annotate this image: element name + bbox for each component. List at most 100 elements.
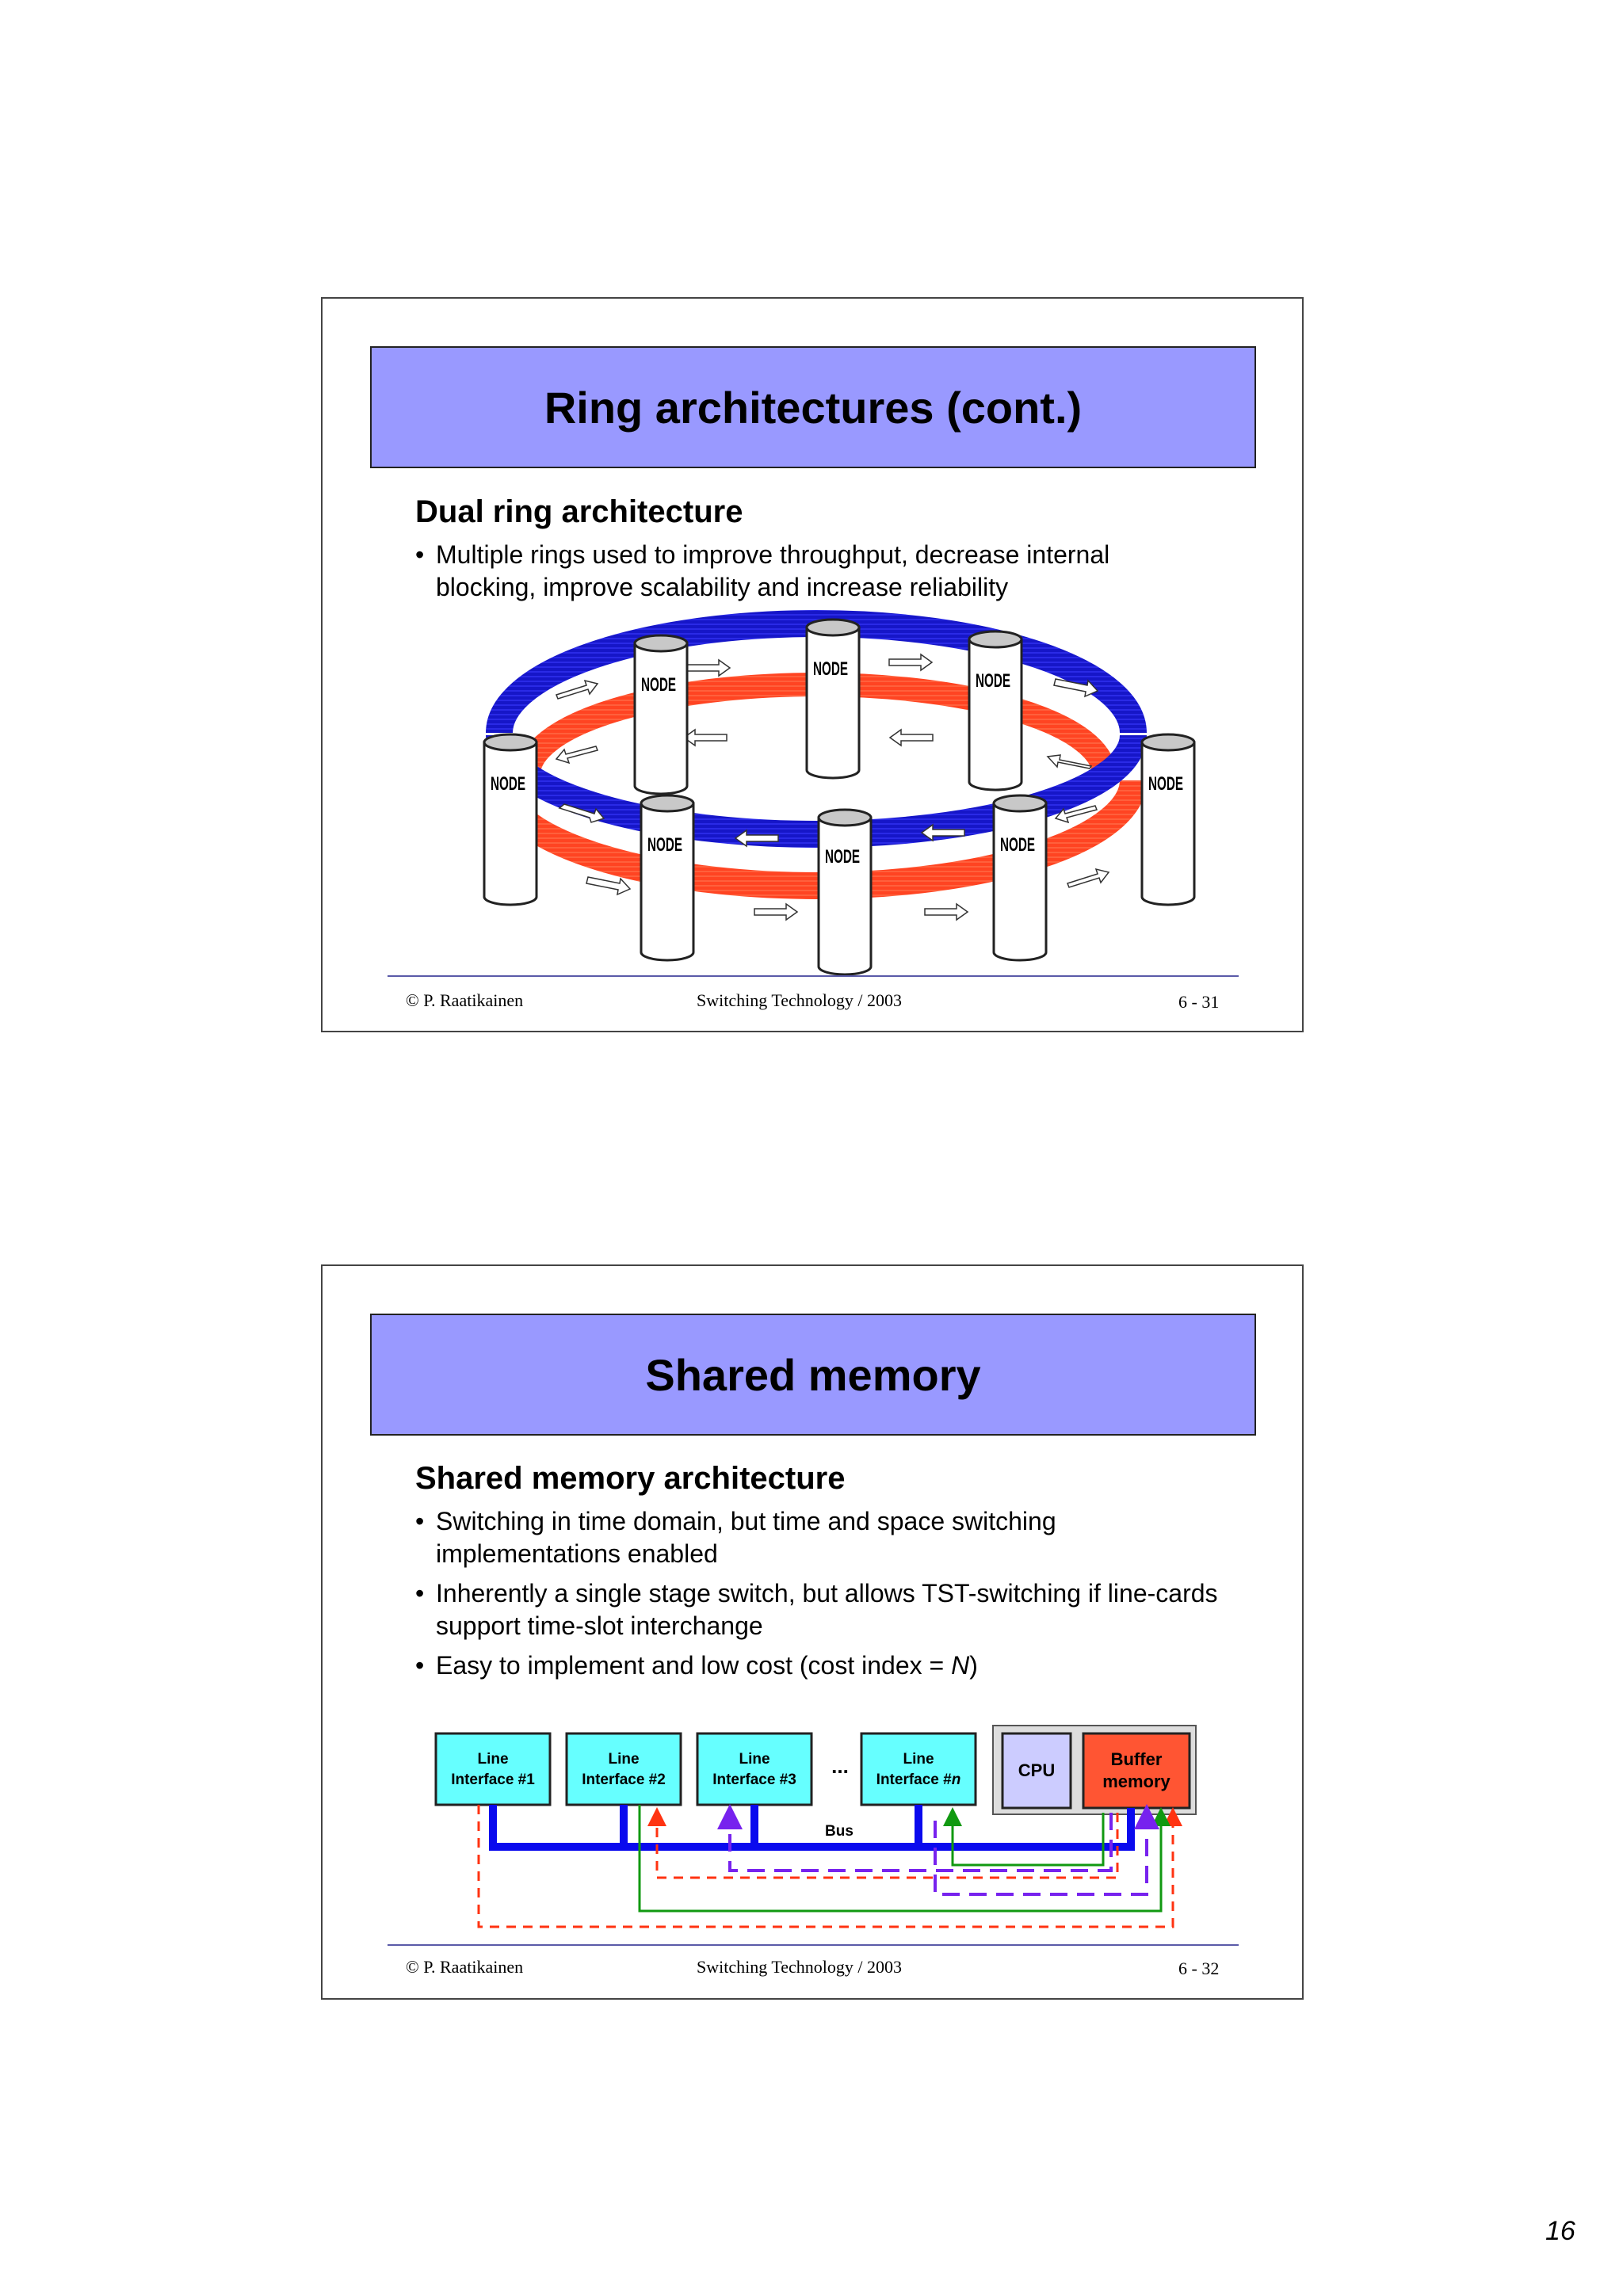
node-label: NODE <box>976 670 1010 692</box>
arrow-left-icon <box>1046 754 1093 769</box>
arrow-right-icon <box>924 902 969 921</box>
footer-course: Switching Technology / 2003 <box>697 1957 902 1977</box>
node-label: NODE <box>1148 773 1183 795</box>
green-path-inner <box>943 1807 1105 1867</box>
buffer-label-2: memory <box>1102 1772 1170 1791</box>
line-interfaces: Line Interface #1 Line Interface #2 Line… <box>434 1732 977 1806</box>
footer-divider <box>388 975 1239 977</box>
ring-node: NODE <box>633 634 689 795</box>
bullet-item: Easy to implement and low cost (cost ind… <box>415 1650 1244 1682</box>
line-label: Line <box>477 1751 508 1768</box>
cpu-box <box>1001 1732 1072 1810</box>
bullet-item: Switching in time domain, but time and s… <box>415 1505 1149 1570</box>
node-cylinder-body <box>1140 741 1196 906</box>
arrow-left-icon <box>682 728 727 747</box>
footer-author: © P. Raatikainen <box>406 990 524 1010</box>
shared-memory-diagram: CPU Buffer memory Line Interface #1 Line… <box>434 1725 1197 1928</box>
arrow-left-icon <box>555 746 599 765</box>
bus-line <box>489 1805 1135 1851</box>
node-cylinder-cap <box>1140 733 1196 752</box>
data-paths <box>477 1804 1182 1928</box>
ring-node: NODE <box>483 733 538 906</box>
footer-author: © P. Raatikainen <box>406 1957 524 1977</box>
line-interface-n <box>860 1732 977 1806</box>
page-number: 16 <box>1545 2216 1575 2246</box>
bullet-list: Switching in time domain, but time and s… <box>415 1505 1244 1689</box>
green-path-outer <box>638 1805 1170 1913</box>
buffer-memory-box <box>1082 1732 1191 1810</box>
node-cylinder-cap <box>992 794 1048 813</box>
node-label: NODE <box>1000 834 1035 856</box>
bus <box>489 1805 1135 1851</box>
node-cylinder-body <box>817 816 873 976</box>
arrow-right-icon <box>586 876 632 896</box>
node-cylinder-body <box>483 741 538 906</box>
slide-shared-memory: Shared memory Shared memory architecture… <box>321 1264 1304 2000</box>
node-label: NODE <box>641 674 676 696</box>
node-cylinder-cap <box>633 634 689 653</box>
arrow-left-icon <box>888 728 934 747</box>
ellipsis-label: ... <box>831 1754 849 1778</box>
line-interface-2 <box>565 1732 682 1806</box>
purple-path-2 <box>934 1804 1159 1896</box>
node-cylinder-cap <box>483 733 538 752</box>
node-label: NODE <box>491 773 525 795</box>
ring-nodes: NODE NODE NODE NODE NODE NODE NODE NODE <box>483 618 1196 976</box>
slide-title-box: Ring architectures (cont.) <box>370 346 1256 468</box>
red-path-outer <box>477 1805 1182 1928</box>
ring-arrows <box>555 653 1110 921</box>
arrow-right-icon <box>754 902 799 921</box>
bullet-list: Multiple rings used to improve throughpu… <box>415 539 1197 611</box>
node-cylinder-body <box>992 802 1048 962</box>
interface-label: Interface #2 <box>582 1772 666 1788</box>
section-heading: Shared memory architecture <box>415 1461 846 1496</box>
arrow-left-icon <box>1054 805 1098 824</box>
ring-node: NODE <box>992 794 1048 962</box>
node-cylinder-cap <box>805 618 861 637</box>
interface-label: Interface #n <box>876 1772 961 1788</box>
interface-label: Interface #1 <box>451 1772 535 1788</box>
arrow-left-icon <box>734 829 779 848</box>
purple-path-1 <box>717 1804 1113 1872</box>
arrow-right-icon <box>686 658 731 677</box>
node-cylinder-body <box>633 642 689 795</box>
arrow-right-icon <box>888 653 934 672</box>
bullet-variable: N <box>951 1651 970 1680</box>
interface-label: Interface #3 <box>712 1772 796 1788</box>
node-cylinder-cap <box>968 630 1023 649</box>
ring-node: NODE <box>817 808 873 976</box>
line-label: Line <box>739 1751 769 1768</box>
node-cylinder-cap <box>640 794 695 813</box>
node-cylinder-body <box>805 626 861 780</box>
arrow-right-icon <box>556 679 599 700</box>
footer-course: Switching Technology / 2003 <box>697 990 902 1010</box>
arrow-left-icon <box>558 803 605 823</box>
section-heading: Dual ring architecture <box>415 494 743 529</box>
node-label: NODE <box>825 846 860 868</box>
bullet-text: Easy to implement and low cost (cost ind… <box>436 1651 952 1680</box>
ring-node: NODE <box>640 794 695 962</box>
node-cylinder-cap <box>817 808 873 827</box>
footer-page: 6 - 32 <box>1178 1958 1220 1978</box>
arrow-right-icon <box>1053 678 1099 698</box>
ring-node: NODE <box>805 618 861 780</box>
buffer-label-1: Buffer <box>1111 1749 1163 1769</box>
line-label: Line <box>608 1751 639 1768</box>
node-cylinder-body <box>640 802 695 962</box>
slide-title: Ring architectures (cont.) <box>544 382 1083 433</box>
node-label: NODE <box>647 834 682 856</box>
line-interface-3 <box>696 1732 813 1806</box>
red-path-inner <box>647 1807 1119 1879</box>
bullet-item: Inherently a single stage switch, but al… <box>415 1577 1228 1642</box>
arrow-right-icon <box>1067 868 1110 888</box>
node-cylinder-body <box>968 638 1023 791</box>
node-label: NODE <box>813 658 848 680</box>
footer-page: 6 - 31 <box>1178 992 1220 1012</box>
line-interface-1 <box>434 1732 552 1806</box>
interface-n-variable: n <box>952 1772 961 1788</box>
slide-title-box: Shared memory <box>370 1314 1256 1436</box>
arrow-left-icon <box>920 823 965 842</box>
dual-ring-diagram: NODE NODE NODE NODE NODE NODE NODE NODE <box>483 610 1196 976</box>
ring-node: NODE <box>968 630 1023 791</box>
line-label: Line <box>903 1751 934 1768</box>
